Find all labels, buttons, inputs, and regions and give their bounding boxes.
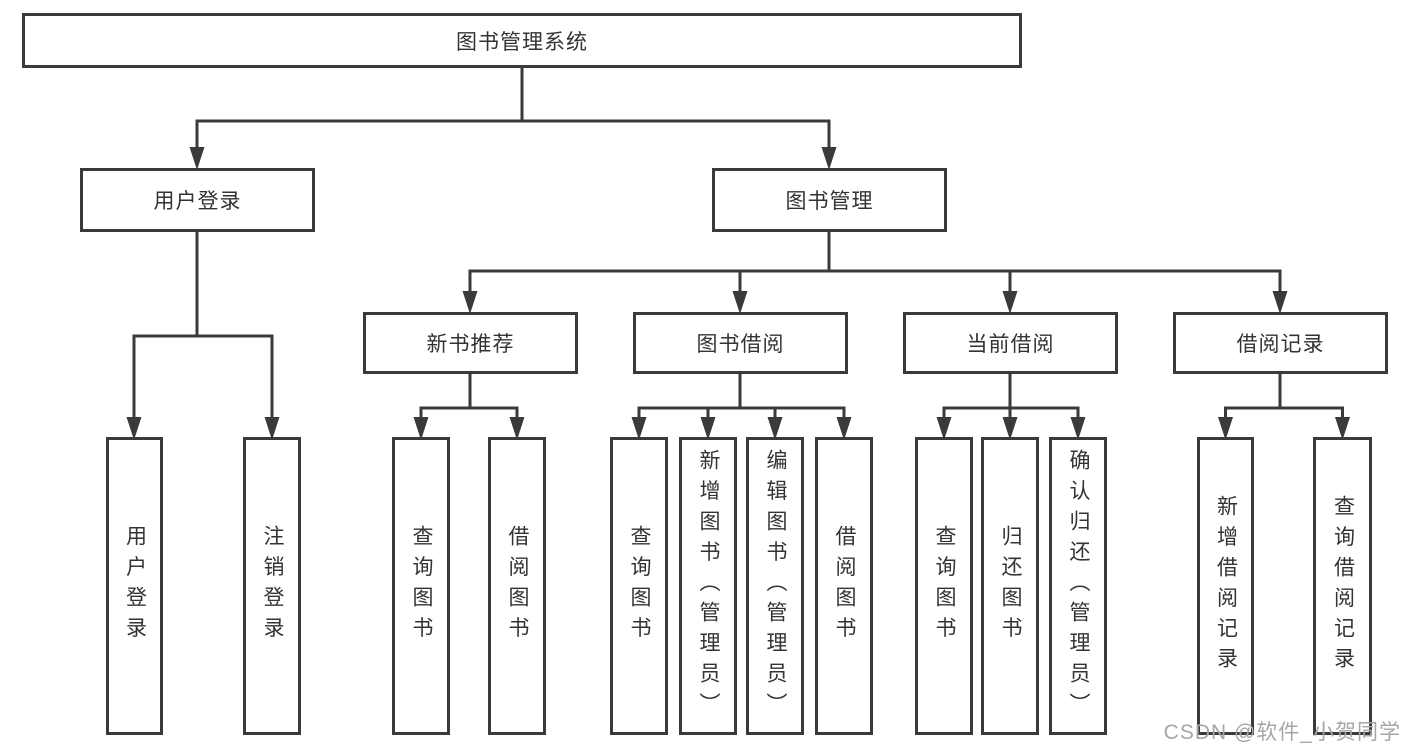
leaf-borrow-book: 借阅图书 xyxy=(815,437,873,735)
leaf-borrow-book-label: 借阅图书 xyxy=(833,525,856,647)
csdn-watermark: CSDN @软件_小贺同学 xyxy=(1163,721,1401,744)
node-current-borrow: 当前借阅 xyxy=(903,312,1118,374)
leaf-borrow-book-recommend-label: 借阅图书 xyxy=(506,525,529,647)
leaf-user-login-label: 用户登录 xyxy=(123,525,147,647)
connector-root-to-level2 xyxy=(189,68,837,170)
leaf-query-book-current: 查询图书 xyxy=(915,437,973,735)
leaf-query-book-current-label: 查询图书 xyxy=(933,525,956,647)
node-borrow-records: 借阅记录 xyxy=(1173,312,1388,374)
leaf-query-book-borrow: 查询图书 xyxy=(610,437,668,735)
connector-borrow-records-children xyxy=(1218,374,1350,440)
leaf-logout: 注销登录 xyxy=(243,437,301,735)
node-new-book-recommend: 新书推荐 xyxy=(363,312,578,374)
leaf-query-book-recommend-label: 查询图书 xyxy=(410,525,433,647)
node-book-management: 图书管理 xyxy=(712,168,947,232)
leaf-confirm-return-admin-label: 确认归还（管理员） xyxy=(1067,448,1090,724)
leaf-add-borrow-record: 新增借阅记录 xyxy=(1197,437,1254,735)
leaf-edit-book-admin-label: 编辑图书（管理员） xyxy=(764,448,787,724)
connector-new-book-children xyxy=(413,374,525,440)
connector-user-login-children xyxy=(126,232,280,440)
node-user-login: 用户登录 xyxy=(80,168,315,232)
node-book-borrow: 图书借阅 xyxy=(633,312,848,374)
connector-current-borrow-children xyxy=(936,374,1086,440)
leaf-add-book-admin: 新增图书（管理员） xyxy=(679,437,737,735)
leaf-add-book-admin-label: 新增图书（管理员） xyxy=(697,448,720,724)
leaf-query-book-borrow-label: 查询图书 xyxy=(628,525,651,647)
leaf-return-book-label: 归还图书 xyxy=(999,525,1022,647)
node-root-system: 图书管理系统 xyxy=(22,13,1022,68)
connector-book-borrow-children xyxy=(631,374,852,440)
leaf-query-borrow-record: 查询借阅记录 xyxy=(1313,437,1372,735)
leaf-query-borrow-record-label: 查询借阅记录 xyxy=(1331,494,1355,678)
connector-book-management-children xyxy=(462,232,1288,314)
leaf-borrow-book-recommend: 借阅图书 xyxy=(488,437,546,735)
leaf-return-book: 归还图书 xyxy=(981,437,1039,735)
leaf-add-borrow-record-label: 新增借阅记录 xyxy=(1214,494,1238,678)
leaf-query-book-recommend: 查询图书 xyxy=(392,437,450,735)
leaf-edit-book-admin: 编辑图书（管理员） xyxy=(746,437,804,735)
leaf-logout-label: 注销登录 xyxy=(261,525,284,647)
leaf-confirm-return-admin: 确认归还（管理员） xyxy=(1049,437,1107,735)
leaf-user-login: 用户登录 xyxy=(106,437,163,735)
